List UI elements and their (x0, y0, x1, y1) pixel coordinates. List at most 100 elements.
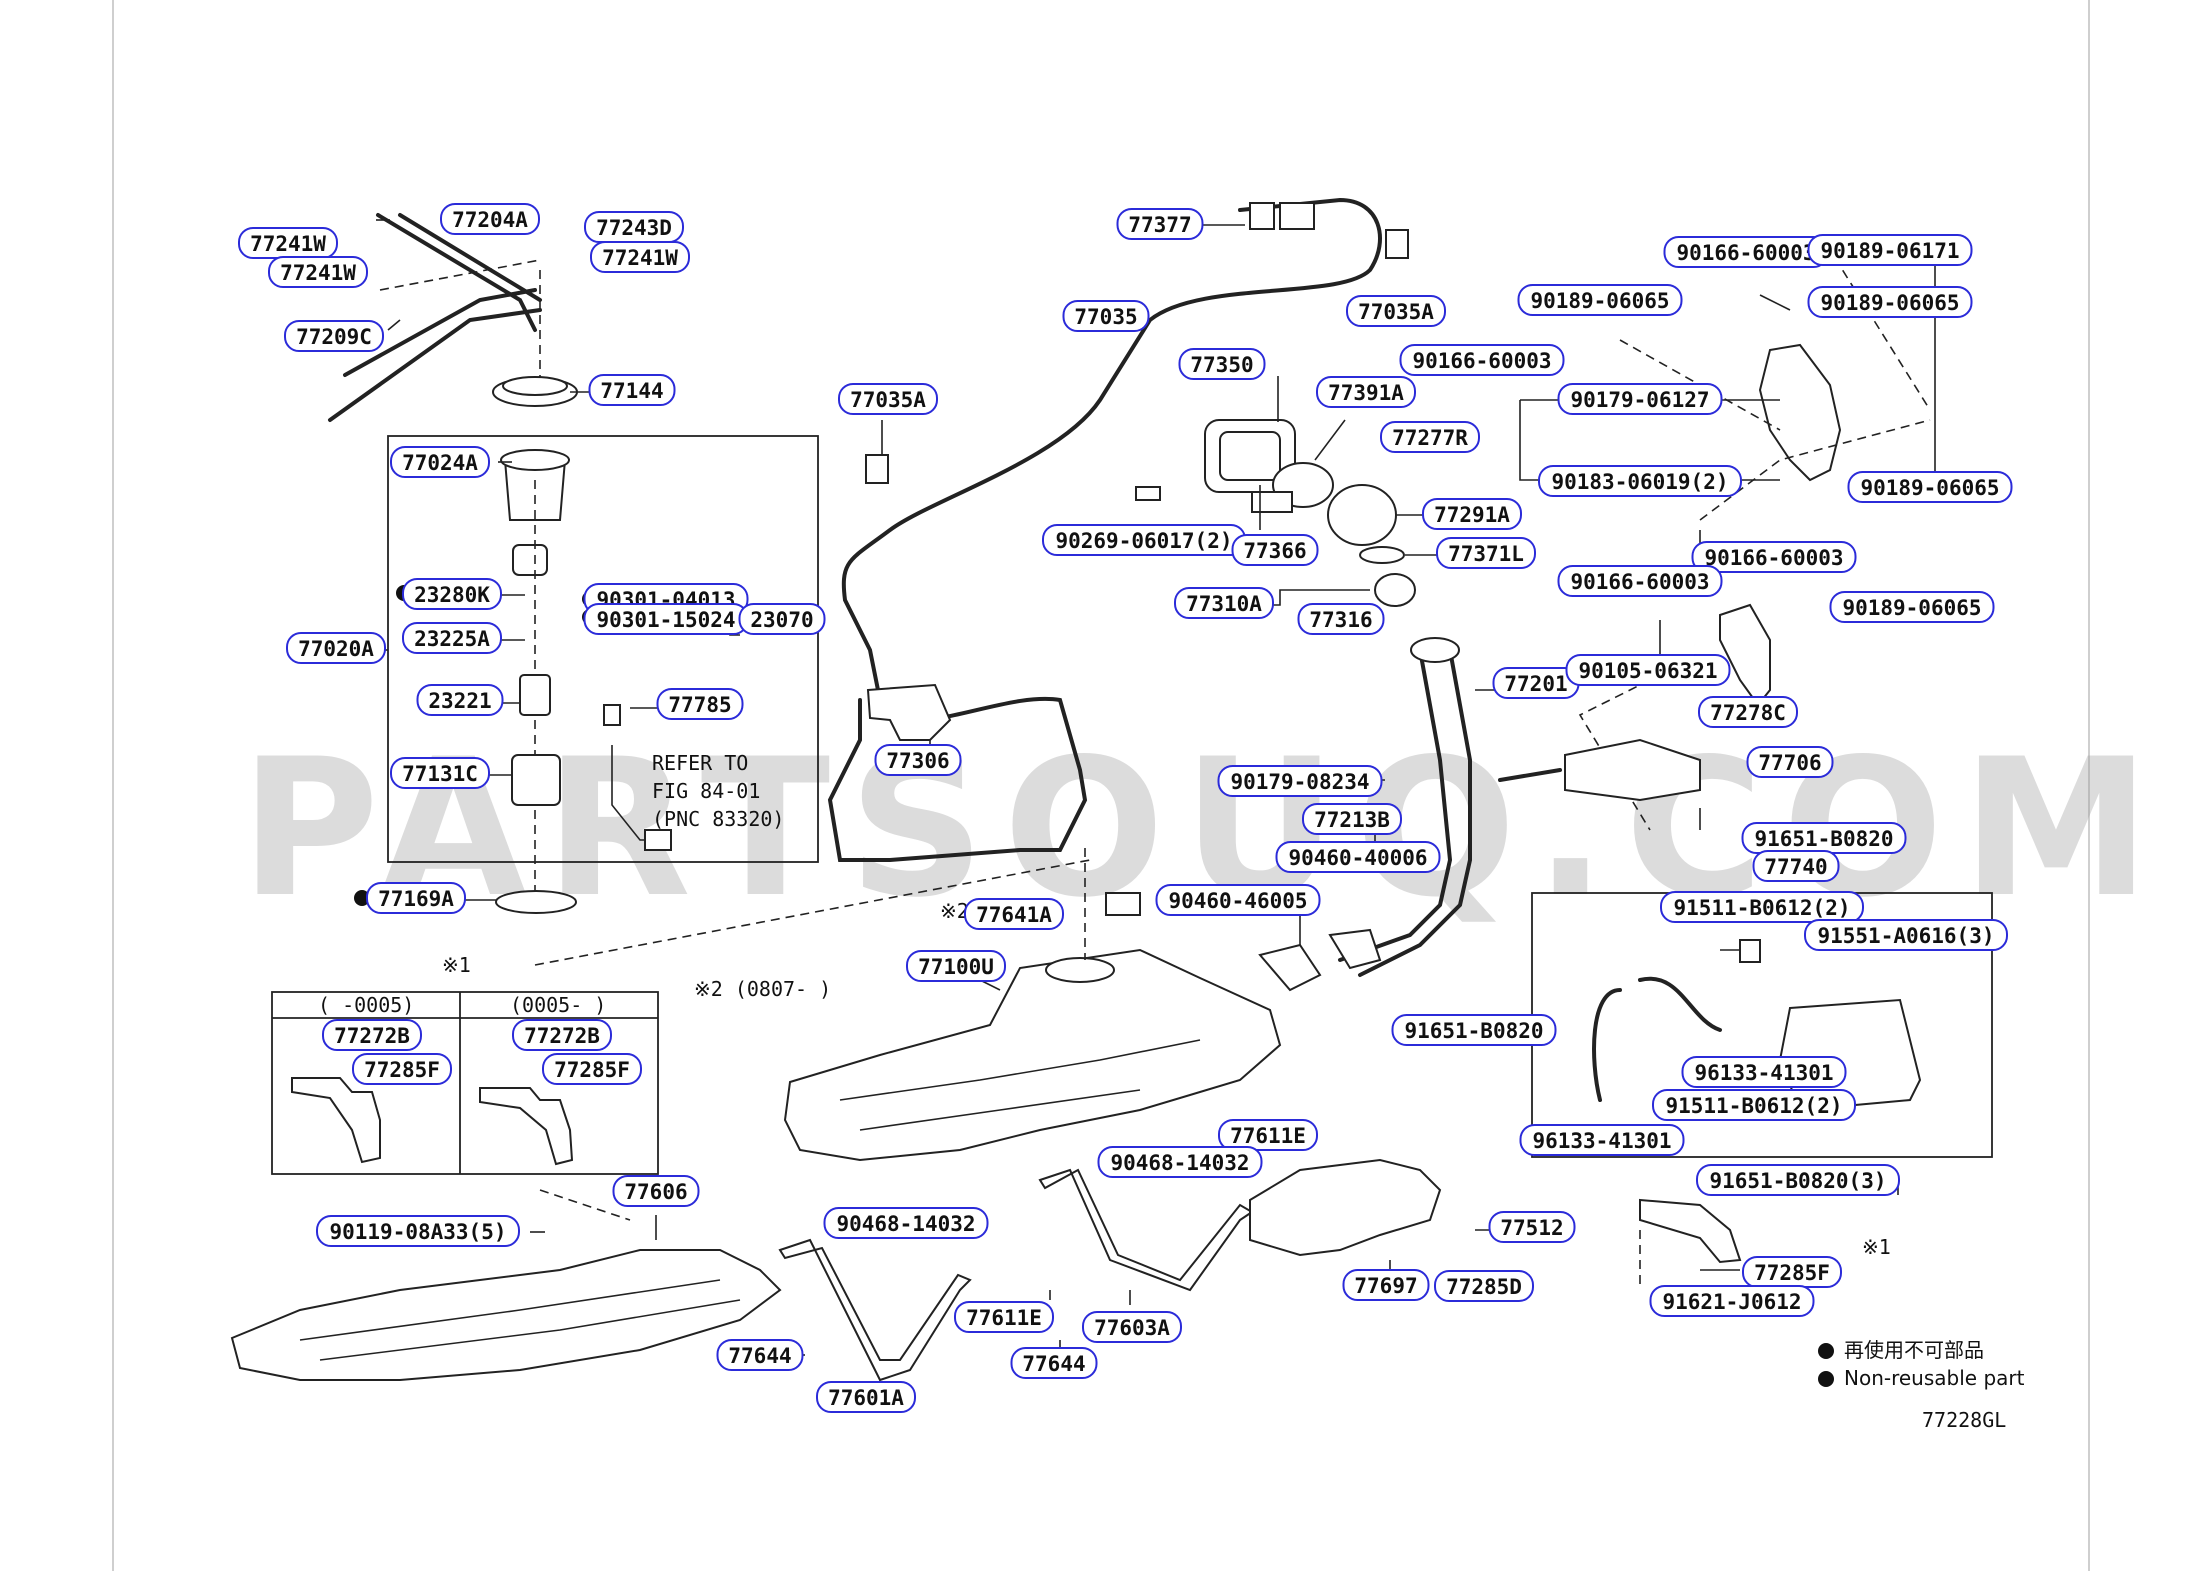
part-label-77035[interactable]: 77035 (1062, 300, 1150, 332)
part-label-77277r[interactable]: 77277R (1380, 421, 1480, 453)
part-label-text: 77131C (402, 762, 478, 786)
part-label-77209c[interactable]: 77209C (284, 320, 384, 352)
part-label-77740[interactable]: 77740 (1752, 850, 1840, 882)
part-label-23280k[interactable]: 23280K (402, 578, 502, 610)
part-label-77391a[interactable]: 77391A (1316, 376, 1416, 408)
bracket-part-b (479, 1087, 574, 1166)
part-label-77169a[interactable]: 77169A (366, 882, 466, 914)
part-label-91511-b0612(2)-b[interactable]: 91511-B0612(2) (1652, 1089, 1856, 1121)
inset-left-header: ( -0005) (318, 993, 414, 1017)
part-label-90189-06065-b[interactable]: 90189-06065 (1807, 286, 1973, 318)
part-label-77035a-b[interactable]: 77035A (838, 383, 938, 415)
part-label-77213b[interactable]: 77213B (1302, 803, 1402, 835)
vent-valve (866, 683, 952, 741)
part-label-90189-06171[interactable]: 90189-06171 (1807, 234, 1973, 266)
part-label-77291a[interactable]: 77291A (1422, 498, 1522, 530)
part-label-90460-40006[interactable]: 90460-40006 (1275, 841, 1441, 873)
part-label-frame (1316, 376, 1416, 408)
part-label-77201[interactable]: 77201 (1492, 667, 1580, 699)
part-label-frame (964, 898, 1064, 930)
part-label-77310a[interactable]: 77310A (1174, 587, 1274, 619)
part-label-77243d[interactable]: 77243D (584, 211, 684, 243)
part-label-77285d[interactable]: 77285D (1434, 1270, 1534, 1302)
part-label-77377[interactable]: 77377 (1116, 208, 1204, 240)
part-label-90105-06321[interactable]: 90105-06321 (1565, 654, 1731, 686)
part-label-96133-41301[interactable]: 96133-41301 (1681, 1056, 1847, 1088)
part-label-text: 77611E (1230, 1124, 1306, 1148)
part-label-77285f-b[interactable]: 77285F (542, 1053, 642, 1085)
part-label-77697[interactable]: 77697 (1342, 1269, 1430, 1301)
part-label-77611e[interactable]: 77611E (1218, 1119, 1318, 1151)
part-label-77785[interactable]: 77785 (656, 688, 744, 720)
fuel-tank (783, 948, 1282, 1162)
part-label-91651-b0820(3)[interactable]: 91651-B0820(3) (1696, 1164, 1900, 1196)
part-label-77272b-b[interactable]: 77272B (512, 1019, 612, 1051)
part-label-77603a[interactable]: 77603A (1082, 1311, 1182, 1343)
part-label-90183-06019(2)[interactable]: 90183-06019(2) (1538, 465, 1742, 497)
part-label-91651-b0820-b[interactable]: 91651-B0820 (1391, 1014, 1557, 1046)
part-label-90301-15024[interactable]: 90301-15024 (583, 603, 749, 635)
part-label-23225a[interactable]: 23225A (402, 622, 502, 654)
part-label-77306[interactable]: 77306 (874, 744, 962, 776)
part-label-77241w[interactable]: 77241W (238, 227, 338, 259)
part-label-90119-08a33(5)[interactable]: 90119-08A33(5) (316, 1215, 520, 1247)
part-label-77272b[interactable]: 77272B (322, 1019, 422, 1051)
part-label-90166-60003-b[interactable]: 90166-60003 (1399, 344, 1565, 376)
part-label-77285f-c[interactable]: 77285F (1742, 1256, 1842, 1288)
canister-hose (1498, 768, 1562, 782)
part-label-23070[interactable]: 23070 (738, 603, 826, 635)
part-label-77241w-b[interactable]: 77241W (268, 256, 368, 288)
part-label-77024a[interactable]: 77024A (390, 446, 490, 478)
part-label-77020a[interactable]: 77020A (286, 632, 386, 664)
part-label-90460-46005[interactable]: 90460-46005 (1155, 884, 1321, 916)
bracket-part-a (291, 1077, 381, 1164)
part-label-90468-14032-b[interactable]: 90468-14032 (823, 1207, 989, 1239)
part-label-91511-b0612(2)[interactable]: 91511-B0612(2) (1660, 891, 1864, 923)
part-label-90468-14032[interactable]: 90468-14032 (1097, 1146, 1263, 1178)
part-label-96133-41301-b[interactable]: 96133-41301 (1519, 1124, 1685, 1156)
part-label-77644-b[interactable]: 77644 (1010, 1347, 1098, 1379)
part-label-90179-06127[interactable]: 90179-06127 (1557, 383, 1723, 415)
part-label-77131c[interactable]: 77131C (390, 757, 490, 789)
part-label-77606[interactable]: 77606 (612, 1175, 700, 1207)
part-label-77641a[interactable]: 77641A (964, 898, 1064, 930)
part-label-frame (1557, 565, 1723, 597)
part-label-91651-b0820[interactable]: 91651-B0820 (1741, 822, 1907, 854)
part-label-90269-06017(2)[interactable]: 90269-06017(2) (1042, 524, 1246, 556)
leader-dash-10 (539, 1189, 631, 1221)
part-label-90189-06065-c[interactable]: 90189-06065 (1847, 471, 2013, 503)
part-label-frame (1346, 295, 1446, 327)
part-label-90166-60003-d[interactable]: 90166-60003 (1557, 565, 1723, 597)
part-label-77241w-c[interactable]: 77241W (590, 241, 690, 273)
part-label-text: 90301-15024 (596, 608, 735, 632)
part-label-90189-06065[interactable]: 90189-06065 (1517, 284, 1683, 316)
part-label-77601a[interactable]: 77601A (816, 1381, 916, 1413)
part-label-77144[interactable]: 77144 (588, 374, 676, 406)
part-label-77204a[interactable]: 77204A (440, 203, 540, 235)
part-label-frame (366, 882, 466, 914)
part-label-77366[interactable]: 77366 (1231, 534, 1319, 566)
part-label-frame (402, 578, 502, 610)
part-label-91621-j0612[interactable]: 91621-J0612 (1649, 1285, 1815, 1317)
part-label-77706[interactable]: 77706 (1746, 746, 1834, 778)
part-label-91551-a0616(3)[interactable]: 91551-A0616(3) (1804, 919, 2008, 951)
part-label-90179-08234[interactable]: 90179-08234 (1217, 765, 1383, 797)
note2-mark: ※2 (940, 899, 969, 923)
part-label-77035a[interactable]: 77035A (1346, 295, 1446, 327)
part-label-77611e-b[interactable]: 77611E (954, 1301, 1054, 1333)
part-label-77316[interactable]: 77316 (1297, 603, 1385, 635)
part-label-90166-60003[interactable]: 90166-60003 (1663, 236, 1829, 268)
part-label-77100u[interactable]: 77100U (906, 950, 1006, 982)
part-label-77512[interactable]: 77512 (1488, 1211, 1576, 1243)
part-label-77278c[interactable]: 77278C (1698, 696, 1798, 728)
part-label-text: 77603A (1094, 1316, 1170, 1340)
part-label-90166-60003-c[interactable]: 90166-60003 (1691, 541, 1857, 573)
part-label-77285f[interactable]: 77285F (352, 1053, 452, 1085)
part-label-77371l[interactable]: 77371L (1436, 537, 1536, 569)
part-label-77350[interactable]: 77350 (1178, 348, 1266, 380)
part-label-23221[interactable]: 23221 (416, 684, 504, 716)
tank-seam (839, 1039, 1201, 1101)
part-label-90189-06065-d[interactable]: 90189-06065 (1829, 591, 1995, 623)
part-label-77644[interactable]: 77644 (716, 1339, 804, 1371)
part-label-frame (954, 1301, 1054, 1333)
